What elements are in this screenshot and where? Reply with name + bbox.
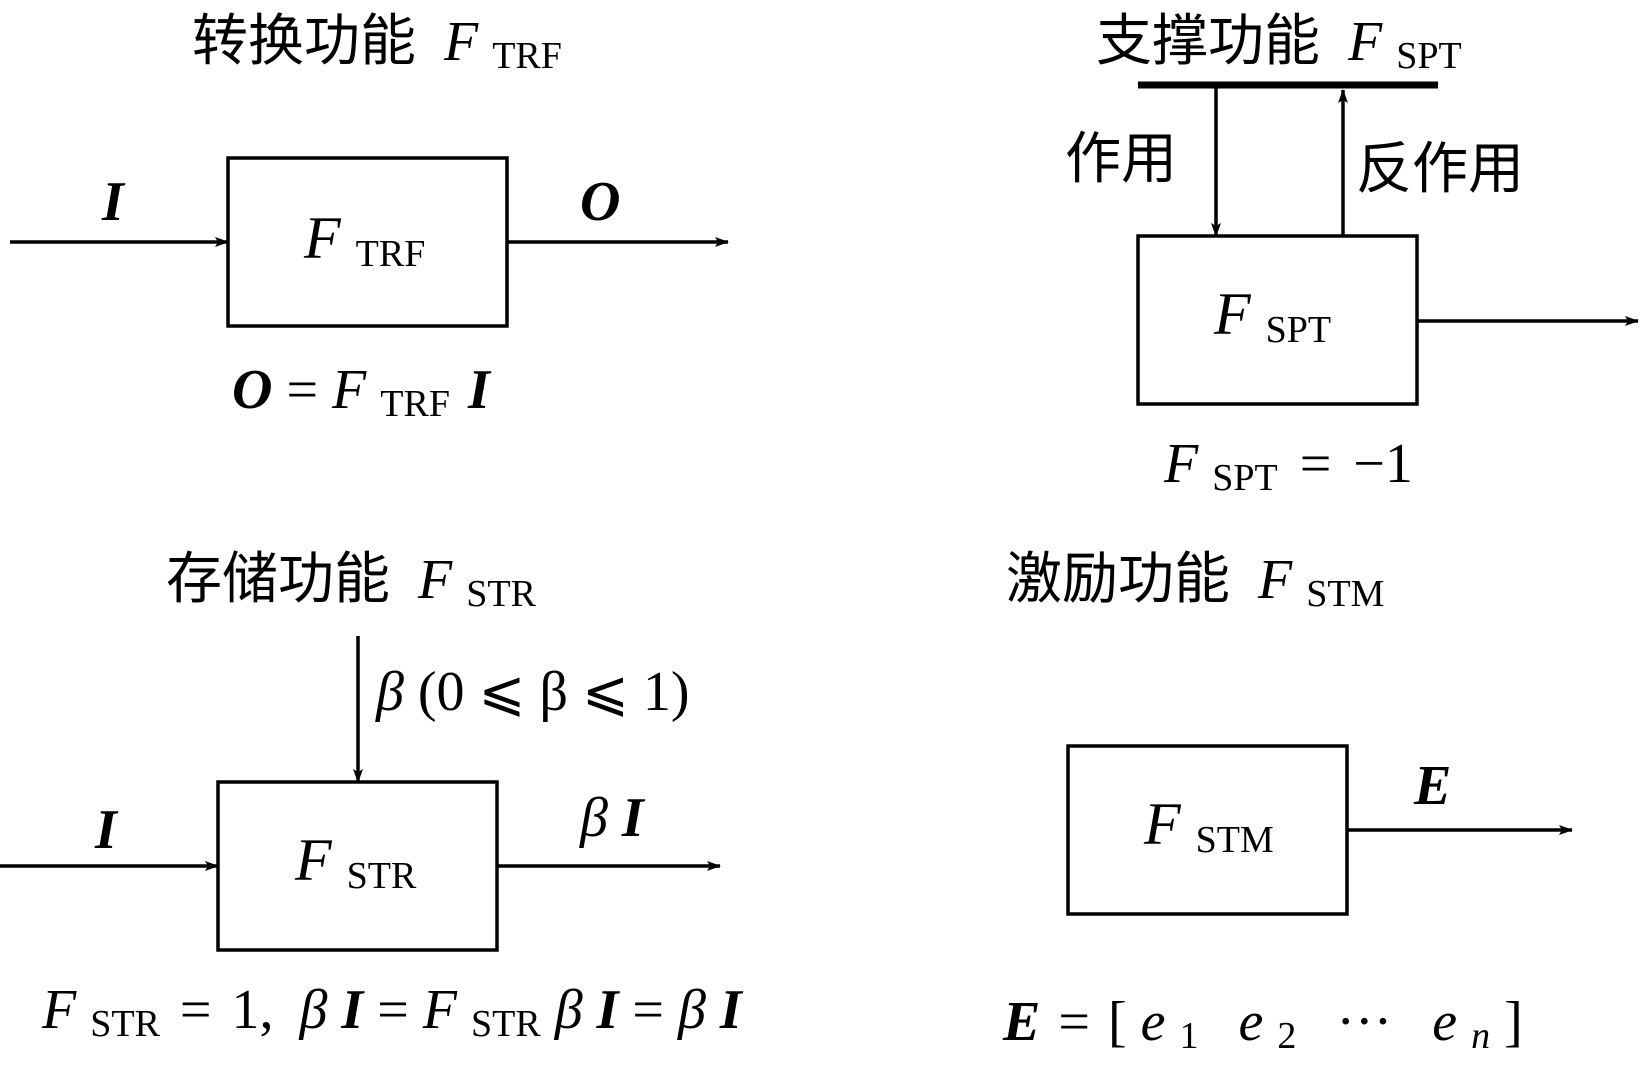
str-eq-I-1: I bbox=[340, 979, 365, 1041]
stm-eq-sub2: 2 bbox=[1277, 1015, 1296, 1057]
spt-eq-value: −1 bbox=[1353, 433, 1413, 495]
str-eq-sub-2: STR bbox=[471, 1003, 541, 1045]
str-equation: F STR = 1, β I = F STR β I = β I bbox=[41, 979, 744, 1049]
str-eq-beta-1: β bbox=[299, 979, 328, 1041]
stm-equation: E = [ e 1 e 2 ··· e n ] bbox=[1002, 991, 1523, 1061]
str-title-cn: 存储功能 bbox=[166, 547, 390, 612]
stm-box-sub: STM bbox=[1196, 819, 1274, 861]
spt-title-cn: 支撑功能 bbox=[1096, 9, 1320, 74]
str-eq-sub-1: STR bbox=[90, 1003, 160, 1045]
trf-title: 转换功能 F TRF bbox=[192, 9, 562, 77]
trf-equation: O = F TRF I bbox=[232, 359, 492, 429]
str-box-label: F STR bbox=[294, 827, 417, 897]
str-eq-sign-3: = bbox=[632, 979, 664, 1041]
spt-equation: F SPT = −1 bbox=[1163, 433, 1413, 503]
str-eq-symbol-1: F bbox=[41, 979, 77, 1041]
str-eq-sign-2: = bbox=[377, 979, 409, 1041]
stm-box-label: F STM bbox=[1143, 791, 1274, 861]
stm-eq-en: e bbox=[1432, 991, 1457, 1053]
str-output-I: I bbox=[621, 787, 646, 849]
spt-eq-sub: SPT bbox=[1212, 457, 1277, 499]
str-eq-I-3: I bbox=[719, 979, 744, 1041]
str-eq-beta-2: β bbox=[554, 979, 583, 1041]
str-eq-I-2: I bbox=[596, 979, 621, 1041]
trf-eq-sub: TRF bbox=[380, 383, 450, 425]
stm-title-sub: STM bbox=[1306, 573, 1384, 615]
str-title: 存储功能 F STR bbox=[166, 547, 537, 615]
trf-input-label: I bbox=[101, 171, 126, 233]
spt-box-symbol: F bbox=[1213, 281, 1252, 347]
str-title-sub: STR bbox=[466, 573, 536, 615]
stm-eq-subn: n bbox=[1471, 1015, 1490, 1057]
trf-box-symbol: F bbox=[303, 205, 342, 271]
spt-box-sub: SPT bbox=[1266, 309, 1331, 351]
stm-title: 激励功能 F STM bbox=[1006, 547, 1384, 615]
panel-transform: 转换功能 F TRF I F TRF O O = F TRF I bbox=[10, 9, 729, 429]
trf-eq-symbol: F bbox=[331, 359, 367, 421]
str-box-sub: STR bbox=[347, 855, 417, 897]
trf-title-cn: 转换功能 bbox=[192, 9, 416, 74]
str-box-symbol: F bbox=[294, 827, 333, 893]
str-output-beta: β bbox=[579, 787, 608, 849]
spt-eq-symbol: F bbox=[1163, 433, 1199, 495]
stm-eq-e1: e bbox=[1141, 991, 1166, 1053]
trf-eq-right: I bbox=[467, 359, 492, 421]
trf-title-sub: TRF bbox=[492, 35, 562, 77]
stm-eq-sub1: 1 bbox=[1179, 1015, 1198, 1057]
str-output-label: β I bbox=[579, 787, 646, 849]
str-title-symbol: F bbox=[417, 549, 453, 611]
str-beta-label: β (0 ⩽ β ⩽ 1) bbox=[375, 661, 690, 723]
trf-eq-left: O bbox=[232, 359, 272, 421]
trf-eq-sign: = bbox=[286, 359, 318, 421]
spt-title-symbol: F bbox=[1347, 11, 1383, 73]
stm-eq-open: [ bbox=[1108, 991, 1127, 1053]
panel-support: 支撑功能 F SPT 作用 反作用 F SPT F SPT = −1 bbox=[1065, 9, 1639, 503]
trf-box-sub: TRF bbox=[356, 233, 426, 275]
spt-eq-sign: = bbox=[1300, 433, 1332, 495]
stm-box-symbol: F bbox=[1143, 791, 1182, 857]
spt-box-label: F SPT bbox=[1213, 281, 1331, 351]
panel-stimulus: 激励功能 F STM F STM E E = [ e 1 e 2 ··· e n… bbox=[1002, 547, 1573, 1061]
spt-action-label: 作用 bbox=[1065, 127, 1177, 192]
str-beta-range: (0 ⩽ β ⩽ 1) bbox=[418, 661, 690, 723]
stm-eq-e2: e bbox=[1238, 991, 1263, 1053]
stm-eq-left: E bbox=[1002, 991, 1040, 1053]
trf-box-label: F TRF bbox=[303, 205, 425, 275]
stm-title-symbol: F bbox=[1257, 549, 1293, 611]
str-eq-symbol-2: F bbox=[422, 979, 458, 1041]
str-input-label: I bbox=[94, 799, 119, 861]
spt-reaction-label: 反作用 bbox=[1356, 137, 1524, 202]
str-eq-value: 1, bbox=[232, 979, 274, 1041]
trf-title-symbol: F bbox=[443, 11, 479, 73]
panel-storage: 存储功能 F STR β (0 ⩽ β ⩽ 1) I F STR β I F S… bbox=[0, 547, 744, 1049]
stm-eq-sign: = bbox=[1058, 991, 1090, 1053]
stm-title-cn: 激励功能 bbox=[1006, 547, 1230, 612]
stm-eq-close: ] bbox=[1504, 991, 1523, 1053]
spt-title: 支撑功能 F SPT bbox=[1096, 9, 1462, 77]
str-eq-beta-3: β bbox=[677, 979, 706, 1041]
stm-output-label: E bbox=[1413, 755, 1451, 817]
trf-output-label: O bbox=[580, 171, 620, 233]
spt-title-sub: SPT bbox=[1396, 35, 1461, 77]
str-eq-sign-1: = bbox=[180, 979, 212, 1041]
str-beta-symbol: β bbox=[375, 661, 404, 723]
stm-eq-ellipsis: ··· bbox=[1336, 991, 1392, 1053]
